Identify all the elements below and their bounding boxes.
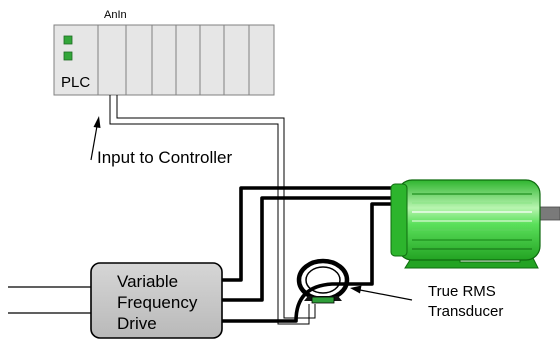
plc-label: PLC [61,74,90,91]
motor-power-wires [222,186,400,323]
input-to-controller-label: Input to Controller [97,148,232,167]
vfd-label-line1: Variable [117,272,178,291]
transducer-label-line2: Transducer [428,303,503,320]
rms-transducer [296,258,350,304]
vfd-label-line3: Drive [117,314,157,333]
vfd-box: Variable Frequency Drive [90,262,223,339]
motor [390,179,560,269]
input-arrow [90,116,101,161]
signal-wire [109,95,316,325]
transducer-arrow [350,285,413,301]
anin-label: AnIn [104,9,127,21]
vfd-label-line2: Frequency [117,293,198,312]
line-input-wires [8,286,92,314]
plc-led-bottom [63,51,73,61]
plc-led-top [63,35,73,45]
motor-shaft [537,206,560,221]
transducer-label-line1: True RMS [428,283,496,300]
plc-rack: PLC [53,24,275,96]
